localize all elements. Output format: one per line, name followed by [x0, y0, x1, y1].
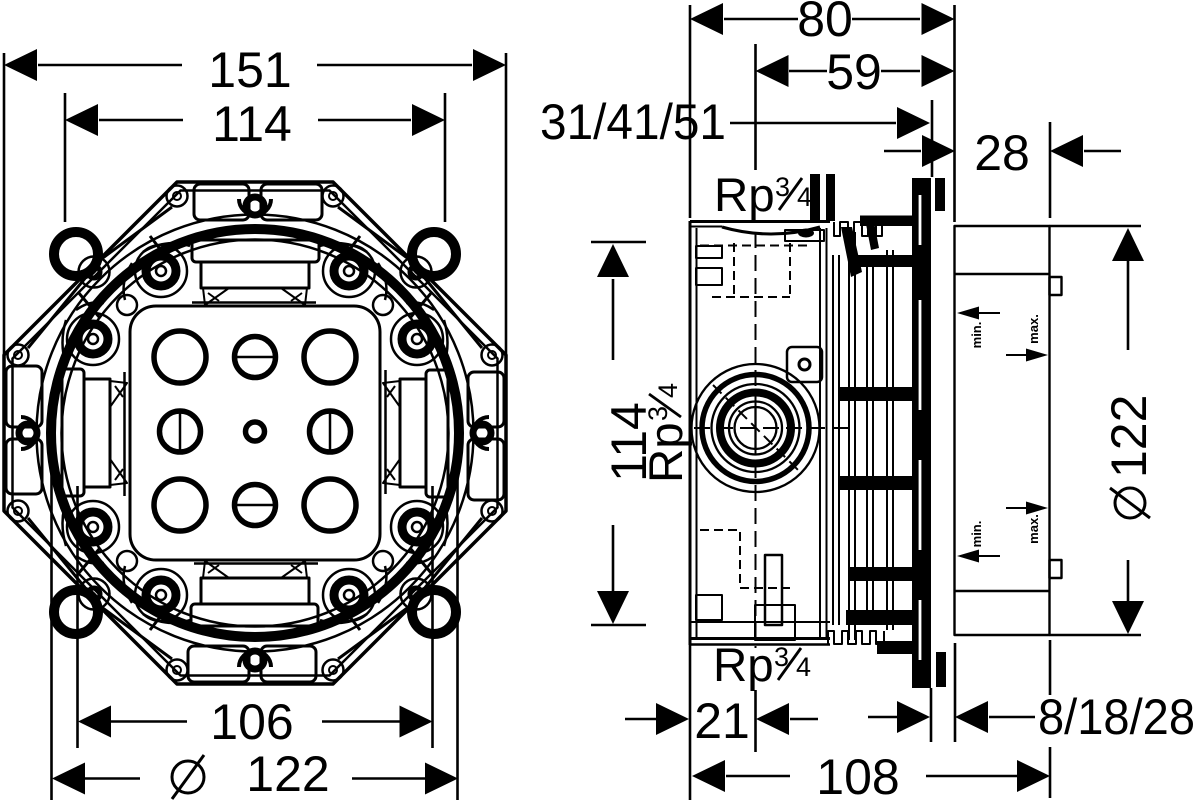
svg-text:114: 114: [212, 96, 292, 152]
svg-text:80: 80: [797, 0, 853, 47]
svg-text:3: 3: [775, 172, 790, 202]
svg-text:106: 106: [210, 694, 293, 750]
svg-text:Rp: Rp: [714, 169, 775, 222]
svg-text:Rp: Rp: [640, 422, 693, 483]
svg-text:3: 3: [774, 642, 789, 672]
svg-text:114: 114: [601, 402, 657, 482]
svg-text:108: 108: [816, 749, 899, 805]
svg-text:122: 122: [246, 746, 329, 802]
svg-text:4: 4: [653, 383, 683, 398]
svg-text:4: 4: [797, 182, 812, 212]
svg-text:28: 28: [974, 125, 1030, 181]
svg-text:min.: min.: [969, 322, 984, 349]
svg-text:21: 21: [694, 693, 750, 749]
svg-text:151: 151: [208, 42, 291, 98]
svg-text:min.: min.: [969, 521, 984, 548]
svg-text:3: 3: [643, 406, 673, 421]
svg-text:max.: max.: [1026, 514, 1041, 544]
svg-text:8/18/28: 8/18/28: [1038, 689, 1195, 745]
svg-text:59: 59: [826, 44, 882, 100]
svg-text:4: 4: [796, 652, 811, 682]
svg-text:max.: max.: [1026, 314, 1041, 344]
svg-text:Rp: Rp: [713, 639, 774, 692]
svg-text:31/41/51: 31/41/51: [540, 94, 726, 150]
svg-text:122: 122: [1101, 395, 1157, 478]
